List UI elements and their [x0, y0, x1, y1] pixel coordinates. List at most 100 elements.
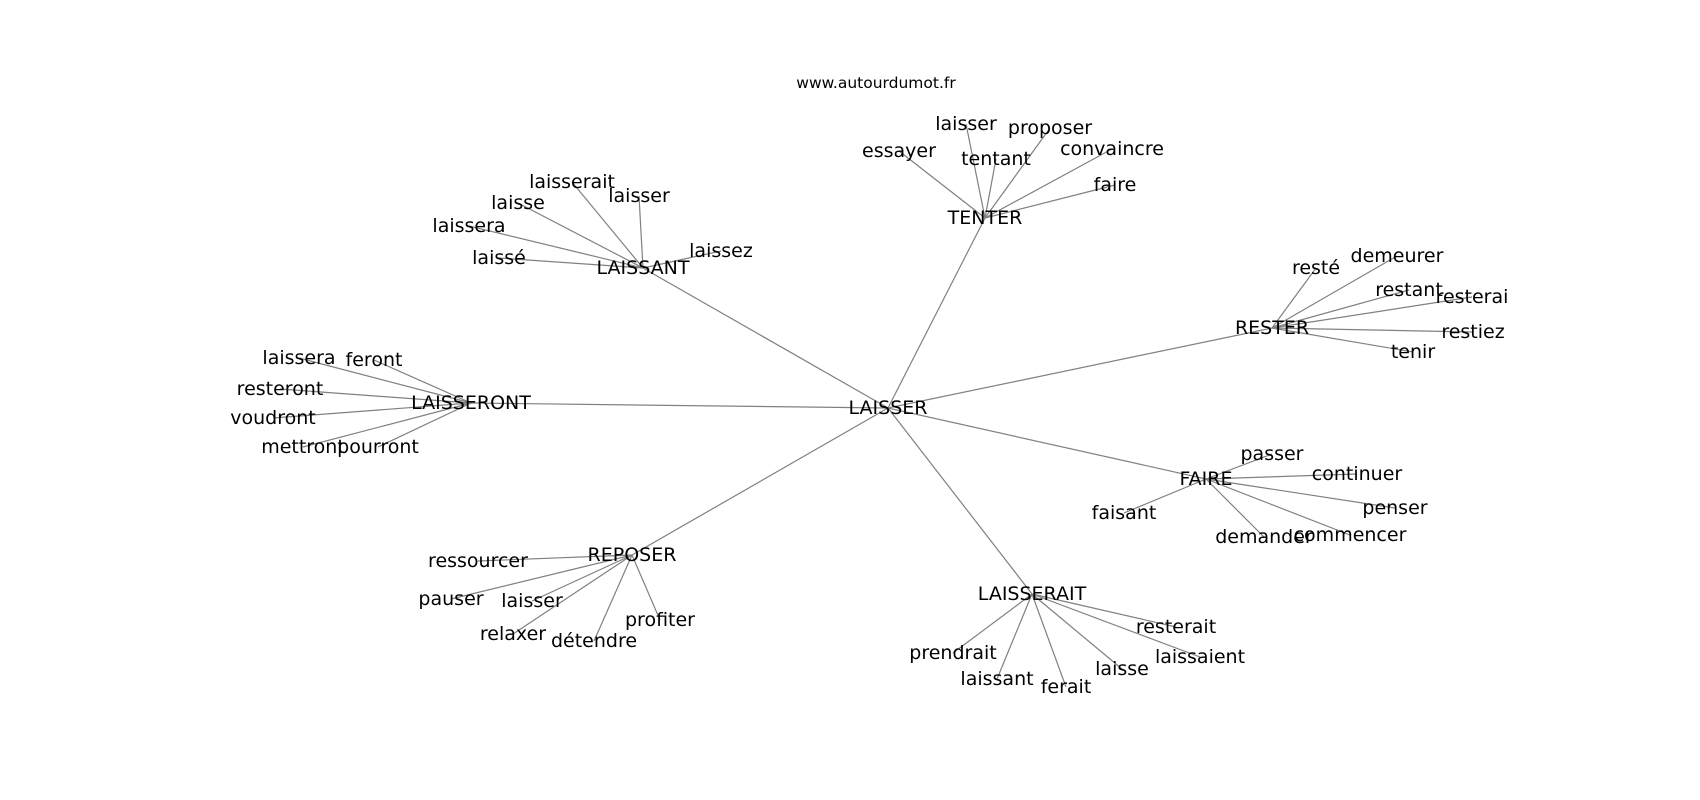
edge-laisserait-leaf — [1031, 593, 1201, 658]
edge-laisserait-leaf — [1031, 593, 1123, 670]
edge-center-laissant — [642, 267, 889, 409]
edge-reposer-leaf — [531, 554, 633, 602]
edge-center-rester — [887, 327, 1273, 409]
leaf-node: resteront — [237, 378, 324, 400]
leaf-node: ferait — [1041, 676, 1092, 698]
edge-faire-leaf — [1205, 453, 1273, 480]
edge-rester-leaf — [1271, 289, 1410, 329]
leaf-node: convaincre — [1060, 138, 1164, 160]
leaf-node: profiter — [625, 609, 695, 631]
edge-rester-leaf — [1271, 327, 1474, 333]
leaf-node: continuer — [1312, 463, 1403, 485]
edge-center-reposer — [631, 407, 889, 556]
leaf-node: proposer — [1008, 117, 1092, 139]
edge-faire-leaf — [1123, 478, 1207, 514]
edge-laisseront-leaf — [377, 402, 472, 448]
edge-laissant-leaf — [498, 257, 644, 269]
edge-laissant-leaf — [517, 202, 644, 269]
leaf-node: tentant — [961, 148, 1031, 170]
edge-tenter-leaf — [984, 184, 1116, 219]
edge-reposer-leaf — [593, 554, 633, 642]
leaf-node: relaxer — [480, 623, 546, 645]
edge-tenter-leaf — [898, 150, 986, 219]
leaf-node: pauser — [418, 588, 483, 610]
edge-faire-leaf — [1205, 473, 1358, 480]
leaf-node: feront — [346, 349, 403, 371]
edge-reposer-leaf — [512, 554, 633, 635]
edge-rester-leaf — [1271, 267, 1317, 329]
edge-rester-leaf — [1271, 327, 1414, 353]
edge-center-laisseront — [470, 402, 889, 409]
edge-laissant-leaf — [642, 250, 722, 269]
leaf-node: mettront — [261, 436, 345, 458]
leaf-node: tenir — [1391, 341, 1435, 363]
leaf-node: commencer — [1294, 524, 1407, 546]
leaf-node: passer — [1240, 443, 1303, 465]
edge-tenter-leaf — [965, 123, 986, 219]
leaf-node: laissera — [432, 215, 505, 237]
leaf-node: restiez — [1441, 321, 1504, 343]
edge-tenter-leaf — [984, 148, 1113, 219]
hub-node-rester: RESTER — [1235, 317, 1309, 339]
edge-rester-leaf — [1271, 255, 1398, 329]
edge-laisseront-leaf — [298, 357, 472, 404]
leaf-node: laissaient — [1155, 646, 1245, 668]
leaf-node: restant — [1375, 279, 1443, 301]
hub-node-reposer: REPOSER — [588, 544, 677, 566]
edge-center-faire — [887, 407, 1207, 480]
edge-laisseront-leaf — [279, 388, 472, 404]
edge-laissant-leaf — [468, 225, 644, 269]
leaf-node: voudront — [230, 407, 315, 429]
edge-laisseront-leaf — [373, 359, 472, 404]
hub-node-tenter: TENTER — [947, 207, 1023, 229]
edge-center-tenter — [887, 217, 986, 409]
hub-node-laissant: LAISSANT — [597, 257, 690, 279]
leaf-node: demeurer — [1351, 245, 1444, 267]
leaf-node: laissez — [689, 240, 753, 262]
edge-laissant-leaf — [571, 181, 644, 269]
leaf-node: laisse — [491, 192, 545, 214]
edge-center-laisserait — [887, 407, 1033, 595]
hub-node-laisseront: LAISSERONT — [411, 392, 531, 414]
edge-laisserait-leaf — [952, 593, 1033, 654]
leaf-node: détendre — [551, 630, 637, 652]
edge-faire-leaf — [1205, 478, 1265, 538]
leaf-node: prendrait — [909, 642, 996, 664]
leaf-node: penser — [1362, 497, 1427, 519]
leaf-node: laisse — [1095, 658, 1149, 680]
leaf-node: demander — [1215, 526, 1313, 548]
leaf-node: faire — [1094, 174, 1137, 196]
edge-laissant-leaf — [638, 195, 644, 269]
edge-tenter-leaf — [984, 127, 1051, 219]
hub-node-laisserait: LAISSERAIT — [978, 583, 1087, 605]
center-node-label: LAISSER — [849, 397, 928, 419]
edge-laisserait-leaf — [1031, 593, 1177, 628]
edge-rester-leaf — [1271, 296, 1473, 329]
edge-faire-leaf — [1205, 478, 1351, 536]
leaf-node: laisser — [935, 113, 997, 135]
leaf-node: resté — [1292, 257, 1340, 279]
edge-laisserait-leaf — [1031, 593, 1067, 688]
edge-laisseront-leaf — [302, 402, 472, 448]
edge-reposer-leaf — [477, 554, 633, 562]
edge-laisserait-leaf — [996, 593, 1033, 680]
edge-laisseront-leaf — [272, 402, 472, 419]
leaf-node: faisant — [1092, 502, 1157, 524]
leaf-node: laisser — [608, 185, 670, 207]
leaf-node: resterait — [1136, 616, 1216, 638]
credit-text: www.autourdumot.fr — [796, 74, 956, 92]
leaf-node: laissé — [472, 247, 526, 269]
edge-reposer-leaf — [631, 554, 661, 621]
leaf-node: laissera — [262, 347, 335, 369]
edge-tenter-leaf — [984, 158, 997, 219]
hub-node-faire: FAIRE — [1180, 468, 1233, 490]
edge-reposer-leaf — [450, 554, 633, 600]
leaf-node: laisserait — [529, 171, 615, 193]
edges-layer — [272, 123, 1474, 688]
leaf-node: laisser — [501, 590, 563, 612]
leaf-node: pourront — [337, 436, 419, 458]
leaf-node: essayer — [862, 140, 936, 162]
edge-faire-leaf — [1205, 478, 1396, 509]
leaf-node: laissant — [960, 668, 1033, 690]
